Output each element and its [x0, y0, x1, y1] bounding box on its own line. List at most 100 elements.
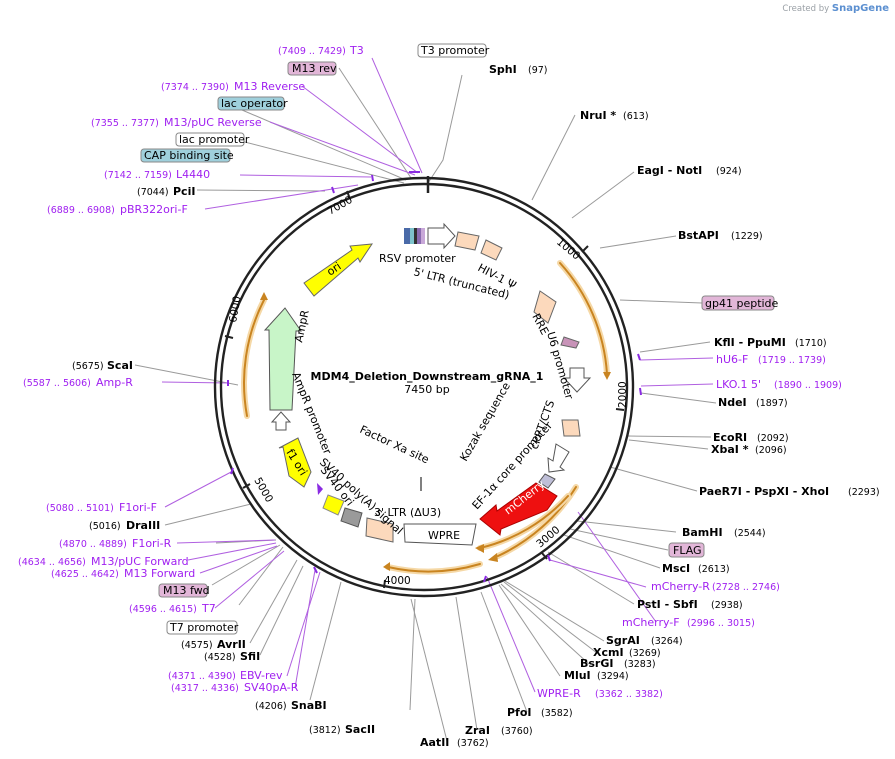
- bstapi-name: BstAPI: [678, 229, 719, 242]
- box-m13-rev: M13 rev: [287, 61, 337, 76]
- scai-pos: (5675): [72, 361, 104, 372]
- lko-pos: (1890 .. 1909): [774, 380, 842, 391]
- map-length: 7450 bp: [404, 383, 449, 396]
- l4440-name: L4440: [176, 168, 210, 181]
- mlui-name: MluI: [564, 669, 591, 682]
- label-3ltr: 3' LTR (ΔU3): [374, 506, 441, 519]
- nrui-name: NruI *: [580, 109, 616, 122]
- credit-prefix: Created by: [782, 4, 830, 14]
- map-title: MDM4_Deletion_Downstream_gRNA_1: [311, 370, 544, 383]
- bsrgi-pos: (3283): [624, 659, 656, 670]
- m13puc-rev-name: M13/pUC Reverse: [164, 116, 262, 129]
- f1ori-r-pos: (4870 .. 4889): [59, 539, 127, 550]
- snapgene-credit: Created by SnapGene: [782, 3, 889, 14]
- eagi-notI-name: EagI - NotI: [637, 164, 702, 177]
- mlui-pos: (3294): [597, 671, 629, 682]
- kfli-pos: (1710): [795, 338, 827, 349]
- pcii-pos: (7044): [137, 187, 169, 198]
- feature-rsv: [404, 228, 425, 244]
- ebv-name: EBV-rev: [240, 669, 283, 682]
- tick-label-2000: 2000: [617, 381, 629, 408]
- label-kozak: Kozak sequence: [457, 380, 513, 464]
- m13puc-rev-pos: (7355 .. 7377): [91, 118, 159, 129]
- sphi-name: SphI: [489, 63, 517, 76]
- feature-sv40pa: [340, 507, 363, 528]
- box-lac-operator: lac operator: [217, 96, 288, 111]
- lko-name: LKO.1 5': [716, 378, 761, 391]
- orf-arrowheads: [260, 292, 611, 571]
- psti-pos: (2938): [711, 600, 743, 611]
- mcherry-f-pos: (2996 .. 3015): [687, 618, 755, 629]
- feature-3ltr: [365, 517, 394, 543]
- psti-sbfi-name: PstI - SbfI: [637, 598, 698, 611]
- leader-lines: [134, 67, 717, 742]
- snabi-pos: (4206): [255, 701, 287, 712]
- xcmi-pos: (3269): [629, 648, 661, 659]
- t3-promoter-text: T3 promoter: [420, 44, 490, 57]
- feature-ampr-arrow: [263, 307, 302, 411]
- pbr322-pos: (6889 .. 6908): [47, 205, 115, 216]
- scale-ticks: [224, 190, 625, 589]
- aatii-pos: (3762): [457, 738, 489, 749]
- bstapi-pos: (1229): [731, 231, 763, 242]
- t3-pos: (7409 .. 7429): [278, 46, 346, 57]
- sacii-name: SacII: [345, 723, 375, 736]
- bsrgi-name: BsrGI: [580, 657, 613, 670]
- aatii-name: AatII: [420, 736, 449, 749]
- sgrai-pos: (3264): [651, 636, 683, 647]
- pfoi-name: PfoI: [507, 706, 532, 719]
- xcmi-name: XcmI: [593, 646, 624, 659]
- cap-binding-text: CAP binding site: [144, 149, 234, 162]
- scai-name: ScaI: [107, 359, 133, 372]
- lac-promoter-text: lac promoter: [179, 133, 250, 146]
- t7-name: T7: [201, 602, 216, 615]
- paer7i-name: PaeR7I - PspXI - XhoI: [699, 485, 829, 498]
- feature-wpre: [403, 523, 477, 546]
- primer-marks: [227, 171, 642, 583]
- t3-name: T3: [349, 44, 364, 57]
- wpre-r-name: WPRE-R: [537, 687, 581, 700]
- feature-sv40ori: [322, 494, 345, 516]
- mcherry-r-name: mCherry-R: [651, 580, 710, 593]
- box-flag: FLAG: [668, 542, 705, 558]
- m13puc-fwd-pos: (4634 .. 4656): [18, 557, 86, 568]
- pfoi-pos: (3582): [541, 708, 573, 719]
- sfii-pos: (4528): [204, 652, 236, 663]
- t7-promoter-text: T7 promoter: [169, 621, 239, 634]
- box-gp41-peptide: gp41 peptide: [701, 295, 779, 311]
- f1ori-r-name: F1ori-R: [132, 537, 172, 550]
- bamhi-name: BamHI: [682, 526, 723, 539]
- gp41-text: gp41 peptide: [705, 297, 779, 310]
- ecori-pos: (2092): [757, 433, 789, 444]
- avrii-pos: (4575): [181, 640, 213, 651]
- orf-arcs: [241, 260, 610, 575]
- feature-mcherry-arrow: [479, 482, 558, 536]
- msci-pos: (2613): [698, 564, 730, 575]
- sacii-pos: (3812): [309, 725, 341, 736]
- feature-sv40ori-tick: [317, 483, 323, 495]
- sfii-name: SfiI: [240, 650, 260, 663]
- box-cap-binding-site: CAP binding site: [140, 148, 234, 163]
- ebv-pos: (4371 .. 4390): [168, 671, 236, 682]
- paer7i-pos: (2293): [848, 487, 880, 498]
- l4440-pos: (7142 .. 7159): [104, 170, 172, 181]
- feature-rsv-promoter-arrow: [427, 222, 456, 250]
- feature-ef1a-arrow: [547, 443, 570, 473]
- lac-operator-text: lac operator: [221, 97, 288, 110]
- feature-f1ori-arrow: [278, 437, 312, 488]
- plasmid-backbone: [213, 176, 635, 598]
- feature-rre: [533, 290, 557, 324]
- t7-pos: (4596 .. 4615): [129, 604, 197, 615]
- zrai-pos: (3760): [501, 726, 533, 737]
- feature-5ltr: [454, 231, 480, 251]
- feature-ori-arrow: [303, 243, 373, 297]
- avrii-name: AvrII: [217, 638, 246, 651]
- eagi-pos: (924): [716, 166, 742, 177]
- zrai-name: ZraI: [465, 724, 490, 737]
- hu6f-name: hU6-F: [716, 353, 748, 366]
- m13-rev-text: M13 rev: [292, 62, 337, 75]
- m13forward-name: M13 Forward: [124, 567, 195, 580]
- ampr-primer-name: Amp-R: [96, 376, 133, 389]
